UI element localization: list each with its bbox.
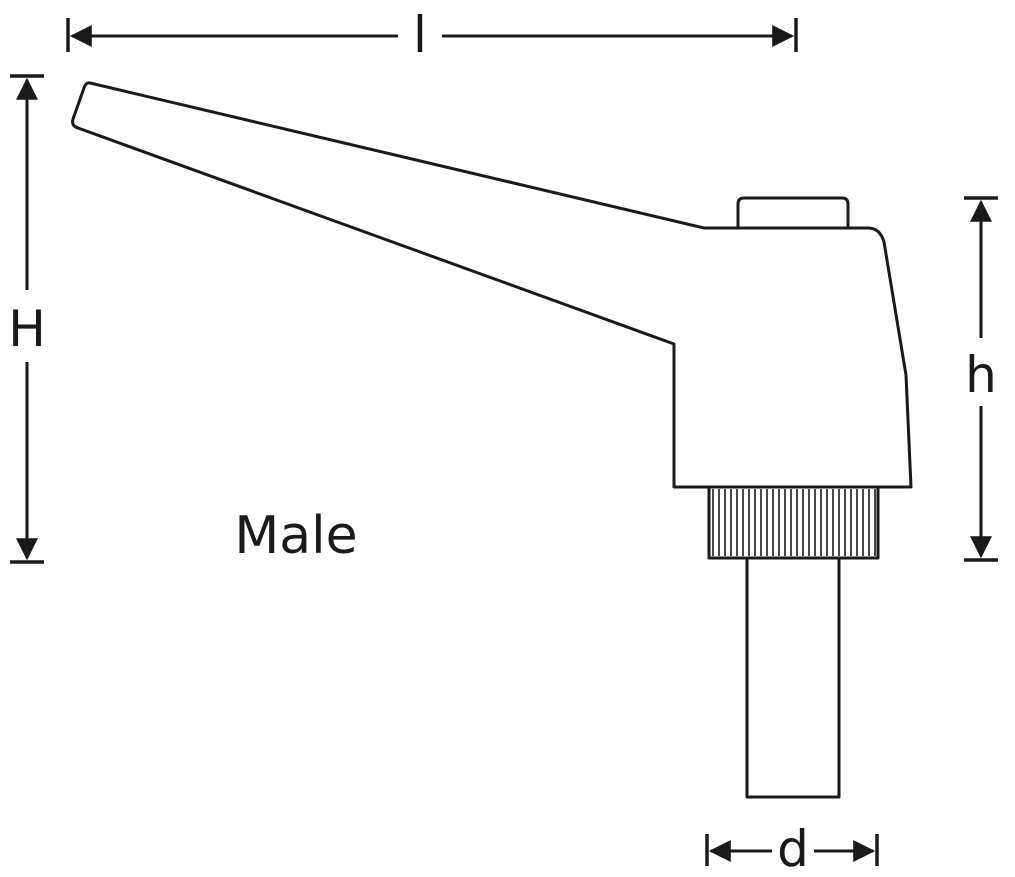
knurled-collar <box>707 485 880 560</box>
dimension-H: H <box>8 74 46 564</box>
dimension-d-label: d <box>777 820 809 877</box>
collar-outline <box>707 485 880 560</box>
lever-handle <box>71 81 913 489</box>
dimension-d: d <box>705 820 879 877</box>
threaded-stud <box>745 556 841 799</box>
collar-knurling <box>712 489 876 556</box>
dimension-h-label: h <box>965 346 997 404</box>
lever-top-button <box>736 196 850 228</box>
dimension-h: h <box>964 196 998 562</box>
lever-body <box>71 81 913 489</box>
variant-label: Male <box>234 506 357 566</box>
dimension-H-label: H <box>8 300 46 358</box>
dimension-l: l <box>66 6 798 64</box>
dimension-l-label: l <box>413 6 427 64</box>
